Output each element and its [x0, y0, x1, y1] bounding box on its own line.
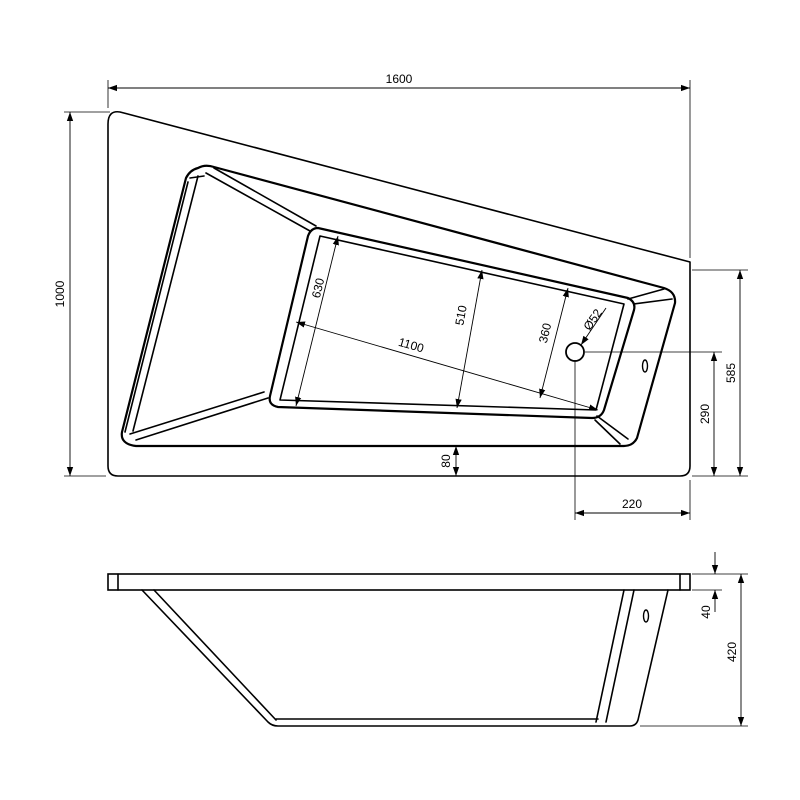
side-body-outline — [141, 589, 669, 727]
dim-label-drain-diameter: Ø52 — [580, 306, 605, 333]
dim-drain-diameter: Ø52 — [580, 306, 607, 346]
dim-front-rim: 80 — [439, 446, 460, 476]
side-overflow-hole — [642, 609, 650, 623]
dim-label-drain-offset-y: 290 — [698, 404, 712, 424]
dim-inner-depth-mid: 510 — [452, 269, 484, 409]
dim-label-front-rim: 80 — [439, 454, 453, 468]
basin-bottom-outline — [268, 226, 636, 420]
dim-label-tub-height: 420 — [725, 642, 739, 662]
dim-label-right-side: 585 — [724, 363, 738, 383]
overflow-hole — [641, 359, 649, 373]
dim-overall-length: 1600 — [107, 72, 691, 258]
dim-label-overall-length: 1600 — [386, 72, 413, 86]
dim-inner-depth-right: 360 — [536, 287, 569, 399]
basin-slopes — [124, 167, 673, 445]
dim-inner-diagonal: 1100 — [295, 321, 599, 411]
tub-rim-outline — [120, 164, 677, 448]
tub-outer-outline — [107, 110, 691, 477]
dim-drain-offset-y: 290 — [585, 351, 722, 476]
dim-label-inner-diagonal: 1100 — [397, 335, 426, 356]
dim-label-overall-width: 1000 — [53, 280, 67, 307]
side-view: 40 420 — [107, 552, 748, 727]
dim-label-rim-thickness: 40 — [699, 605, 713, 619]
dim-overall-width: 1000 — [53, 111, 110, 477]
dim-tub-height: 420 — [640, 573, 748, 727]
dim-drain-offset-x: 220 — [574, 360, 691, 520]
top-view: 1600 1000 585 290 220 — [53, 72, 748, 520]
dim-label-inner-depth-right: 360 — [536, 321, 555, 344]
dim-label-drain-offset-x: 220 — [622, 497, 642, 511]
dim-inner-depth-left: 630 — [295, 235, 339, 407]
dim-rim-thickness: 40 — [692, 552, 722, 619]
side-rim — [107, 573, 691, 591]
dim-label-inner-depth-left: 630 — [309, 276, 328, 299]
drain-hole — [565, 342, 585, 362]
dim-right-side: 585 — [692, 269, 748, 477]
dim-label-inner-depth-mid: 510 — [452, 304, 469, 326]
